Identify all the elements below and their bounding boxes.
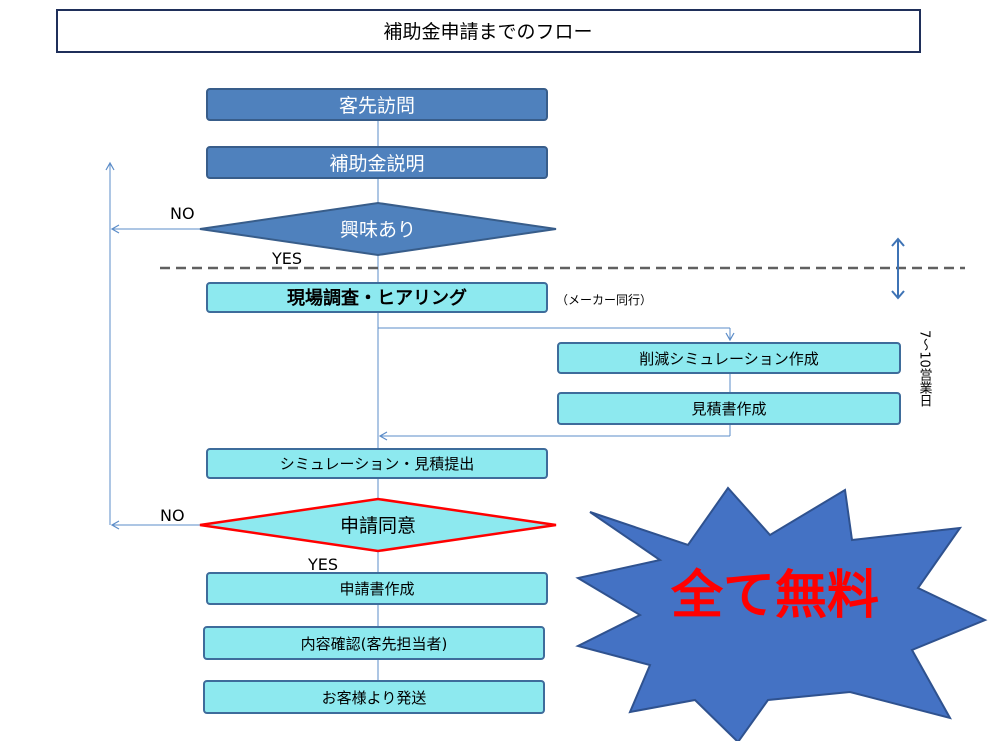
decision-interest: 興味あり [199, 201, 557, 257]
step-simulation: 削減シミュレーション作成 [557, 342, 901, 374]
step-simulation-label: 削減シミュレーション作成 [639, 350, 818, 368]
step-estimate: 見積書作成 [557, 392, 901, 425]
title-box: 補助金申請までのフロー [56, 9, 921, 53]
step-explain: 補助金説明 [206, 146, 548, 179]
step-visit: 客先訪問 [206, 88, 548, 121]
step-application: 申請書作成 [206, 572, 548, 605]
step-visit-label: 客先訪問 [339, 95, 415, 117]
step-estimate-label: 見積書作成 [691, 400, 766, 418]
survey-note: （メーカー同行） [556, 293, 652, 307]
connectors [105, 120, 735, 681]
step-explain-label: 補助金説明 [329, 153, 424, 175]
decision-consent-label: 申請同意 [340, 515, 416, 537]
step-application-label: 申請書作成 [339, 580, 414, 598]
double-arrow-icon [891, 237, 905, 300]
free-label: 全て無料 [670, 566, 879, 626]
page-title: 補助金申請までのフロー [383, 21, 592, 43]
yes-label-2: YES [307, 555, 338, 574]
free-starburst: 全て無料 [575, 486, 988, 741]
decision-consent: 申請同意 [199, 497, 557, 553]
yes-label-1: YES [271, 249, 302, 268]
step-survey-label: 現場調査・ヒアリング [287, 287, 467, 309]
step-submit: シミュレーション・見積提出 [206, 448, 548, 479]
step-confirm-label: 内容確認(客先担当者) [301, 635, 448, 653]
step-confirm: 内容確認(客先担当者) [203, 626, 545, 660]
step-send: お客様より発送 [203, 680, 545, 714]
no-label-1: NO [170, 204, 195, 223]
decision-interest-label: 興味あり [340, 219, 416, 241]
step-submit-label: シミュレーション・見積提出 [280, 455, 474, 473]
no-label-2: NO [160, 506, 185, 525]
duration-label: 7〜10営業日 [917, 330, 933, 407]
step-send-label: お客様より発送 [322, 689, 427, 707]
step-survey: 現場調査・ヒアリング [206, 282, 548, 313]
